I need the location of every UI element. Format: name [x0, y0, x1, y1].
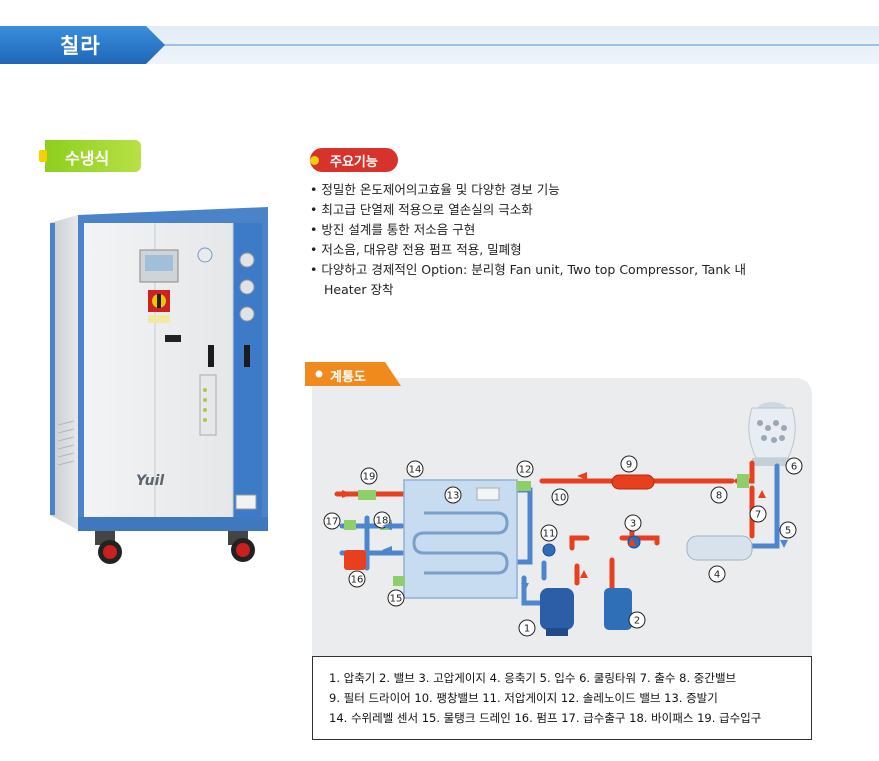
brand-logo: Yuil [136, 473, 164, 489]
header-line [160, 44, 879, 46]
feature-item: • 저소음, 대유량 전용 펌프 적용, 밀폐형 [310, 242, 522, 257]
feature-item: • 다양하고 경제적인 Option: 분리형 Fan unit, Two to… [310, 262, 746, 277]
legend-line: 9. 필터 드라이어 10. 팽창밸브 11. 저압게이지 12. 솔레노이드 … [329, 691, 718, 705]
feature-item: • 최고급 단열제 적용으로 열손실의 극소화 [310, 202, 533, 217]
system-diagram: 1 2 3 4 5 6 7 8 9 10 11 12 13 14 15 16 1… [323, 402, 803, 637]
svg-text:18: 18 [376, 516, 389, 527]
feature-item-continuation: Heater 장착 [324, 282, 394, 297]
cooling-tower-icon [748, 402, 796, 466]
svg-text:13: 13 [447, 491, 460, 502]
feature-item: • 방진 설계를 통한 저소음 구현 [310, 222, 476, 237]
legend-line: 14. 수위레벨 센서 15. 물탱크 드레인 16. 펌프 17. 급수출구 … [329, 711, 762, 725]
diagram-title: 계통도 [330, 370, 366, 385]
svg-text:10: 10 [554, 493, 567, 504]
feature-item: • 정밀한 온도제어의고효율 및 다양한 경보 기능 [310, 182, 560, 197]
svg-text:1: 1 [524, 624, 530, 635]
legend-line: 1. 압축기 2. 밸브 3. 고압게이지 4. 응축기 5. 입수 6. 쿨링… [329, 671, 737, 685]
svg-text:12: 12 [519, 465, 532, 476]
features-title-badge: 주요기능 [310, 148, 398, 172]
svg-text:9: 9 [626, 460, 632, 471]
svg-text:7: 7 [755, 510, 761, 521]
features-list: • 정밀한 온도제어의고효율 및 다양한 경보 기능 • 최고급 단열제 적용으… [310, 180, 790, 300]
svg-text:5: 5 [785, 526, 791, 537]
svg-text:11: 11 [543, 529, 556, 540]
svg-text:6: 6 [791, 462, 797, 473]
type-badge-label: 수냉식 [65, 149, 110, 168]
svg-text:8: 8 [716, 491, 722, 502]
page-title: 칠라 [60, 34, 101, 58]
badge-notch [39, 150, 47, 162]
type-badge: 수냉식 [39, 140, 141, 172]
svg-text:14: 14 [409, 465, 422, 476]
svg-text:4: 4 [714, 570, 720, 581]
header-tab [0, 26, 165, 64]
diagram-title-tab [305, 362, 401, 386]
features-title: 주요기능 [330, 155, 378, 170]
diagram-legend: 1. 압축기 2. 밸브 3. 고압게이지 4. 응축기 5. 입수 6. 쿨링… [312, 656, 812, 740]
svg-text:15: 15 [390, 594, 403, 605]
svg-text:16: 16 [351, 575, 364, 586]
features-title-dot [310, 156, 319, 165]
svg-text:3: 3 [630, 519, 636, 530]
svg-text:17: 17 [326, 517, 339, 528]
svg-text:2: 2 [634, 616, 640, 627]
chiller-product-image: Yuil [50, 207, 268, 564]
svg-text:19: 19 [363, 472, 376, 483]
